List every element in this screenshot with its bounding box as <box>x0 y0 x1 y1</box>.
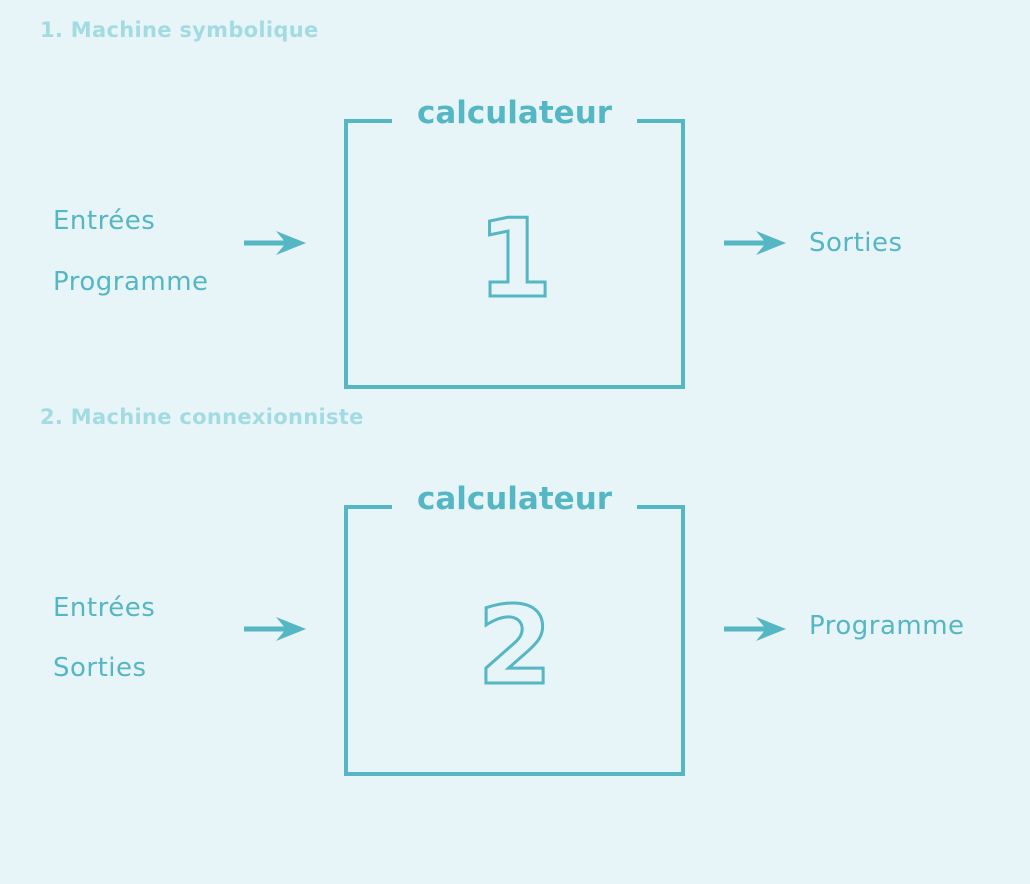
input-label-programme-1: Programme <box>53 267 209 297</box>
output-arrow-2 <box>724 617 786 641</box>
calculator-box-1 <box>344 119 685 389</box>
box-label-1: calculateur <box>416 95 613 131</box>
box-number-2: 2 <box>477 584 552 709</box>
input-arrow-1 <box>244 231 306 255</box>
section-title-1: 1. Machine symbolique <box>40 18 319 42</box>
input-label-entrees-2: Entrées <box>53 593 156 623</box>
input-arrow-2 <box>244 617 306 641</box>
box-label-2: calculateur <box>416 481 613 517</box>
output-label-programme-2: Programme <box>809 611 965 641</box>
input-label-sorties-2: Sorties <box>53 653 147 683</box>
section-title-2: 2. Machine connexionniste <box>40 405 364 429</box>
output-arrow-1 <box>724 231 786 255</box>
calculator-box-2 <box>344 505 685 776</box>
box-number-1: 1 <box>477 197 552 322</box>
output-label-sorties-1: Sorties <box>809 228 903 258</box>
input-label-entrees-1: Entrées <box>53 206 156 236</box>
